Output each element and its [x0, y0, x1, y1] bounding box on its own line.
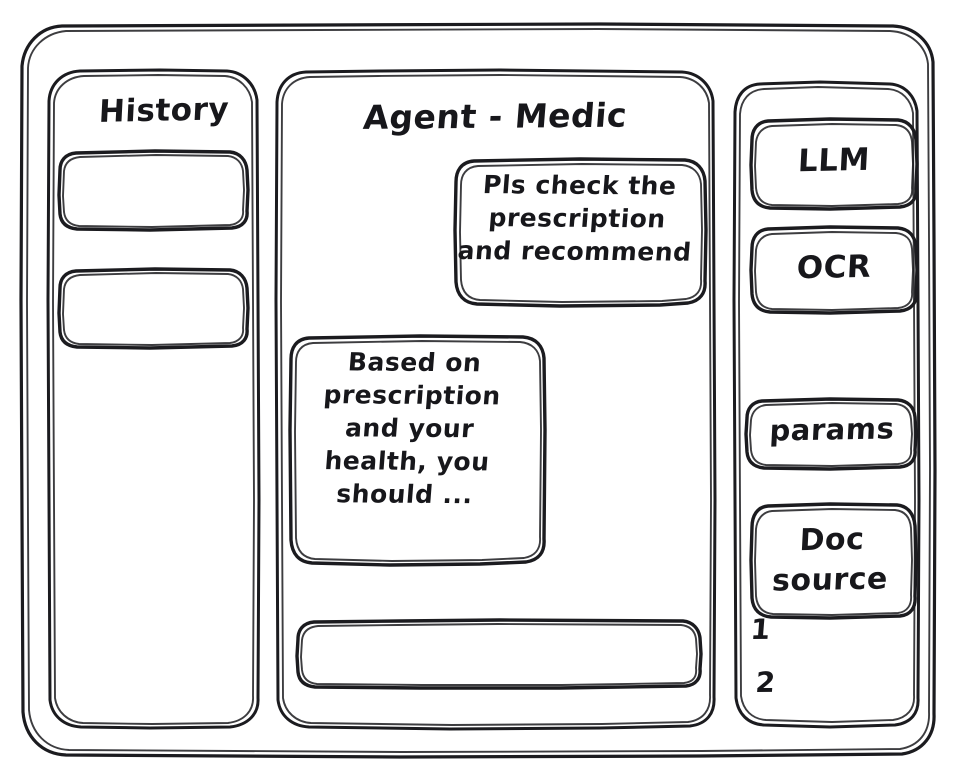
- history-item[interactable]: [59, 269, 249, 348]
- tool-button-params[interactable]: [746, 399, 916, 469]
- assistant-message-bubble: [290, 336, 546, 565]
- message-input[interactable]: [297, 620, 702, 689]
- composer-outline: [295, 618, 703, 690]
- tool-params-outline: [744, 397, 918, 471]
- tool-ocr-outline: [749, 225, 919, 315]
- main-panel-outline: [274, 68, 717, 731]
- assistant-message-outline: [288, 334, 547, 567]
- history-panel-outline: [46, 68, 261, 730]
- window-frame-outline: [19, 22, 937, 759]
- tool-button-llm[interactable]: [751, 119, 917, 209]
- tool-button-ocr[interactable]: [751, 227, 917, 313]
- tool-llm-outline: [749, 117, 919, 211]
- tool-doc-source-outline: [749, 502, 918, 620]
- history-item-2-outline: [57, 267, 250, 350]
- tool-button-doc-source[interactable]: [751, 504, 917, 618]
- tools-panel-outline: [732, 80, 921, 729]
- history-item[interactable]: [59, 151, 249, 230]
- user-message-outline: [453, 157, 708, 308]
- user-message-bubble: [455, 159, 707, 307]
- history-item-1-outline: [57, 149, 250, 232]
